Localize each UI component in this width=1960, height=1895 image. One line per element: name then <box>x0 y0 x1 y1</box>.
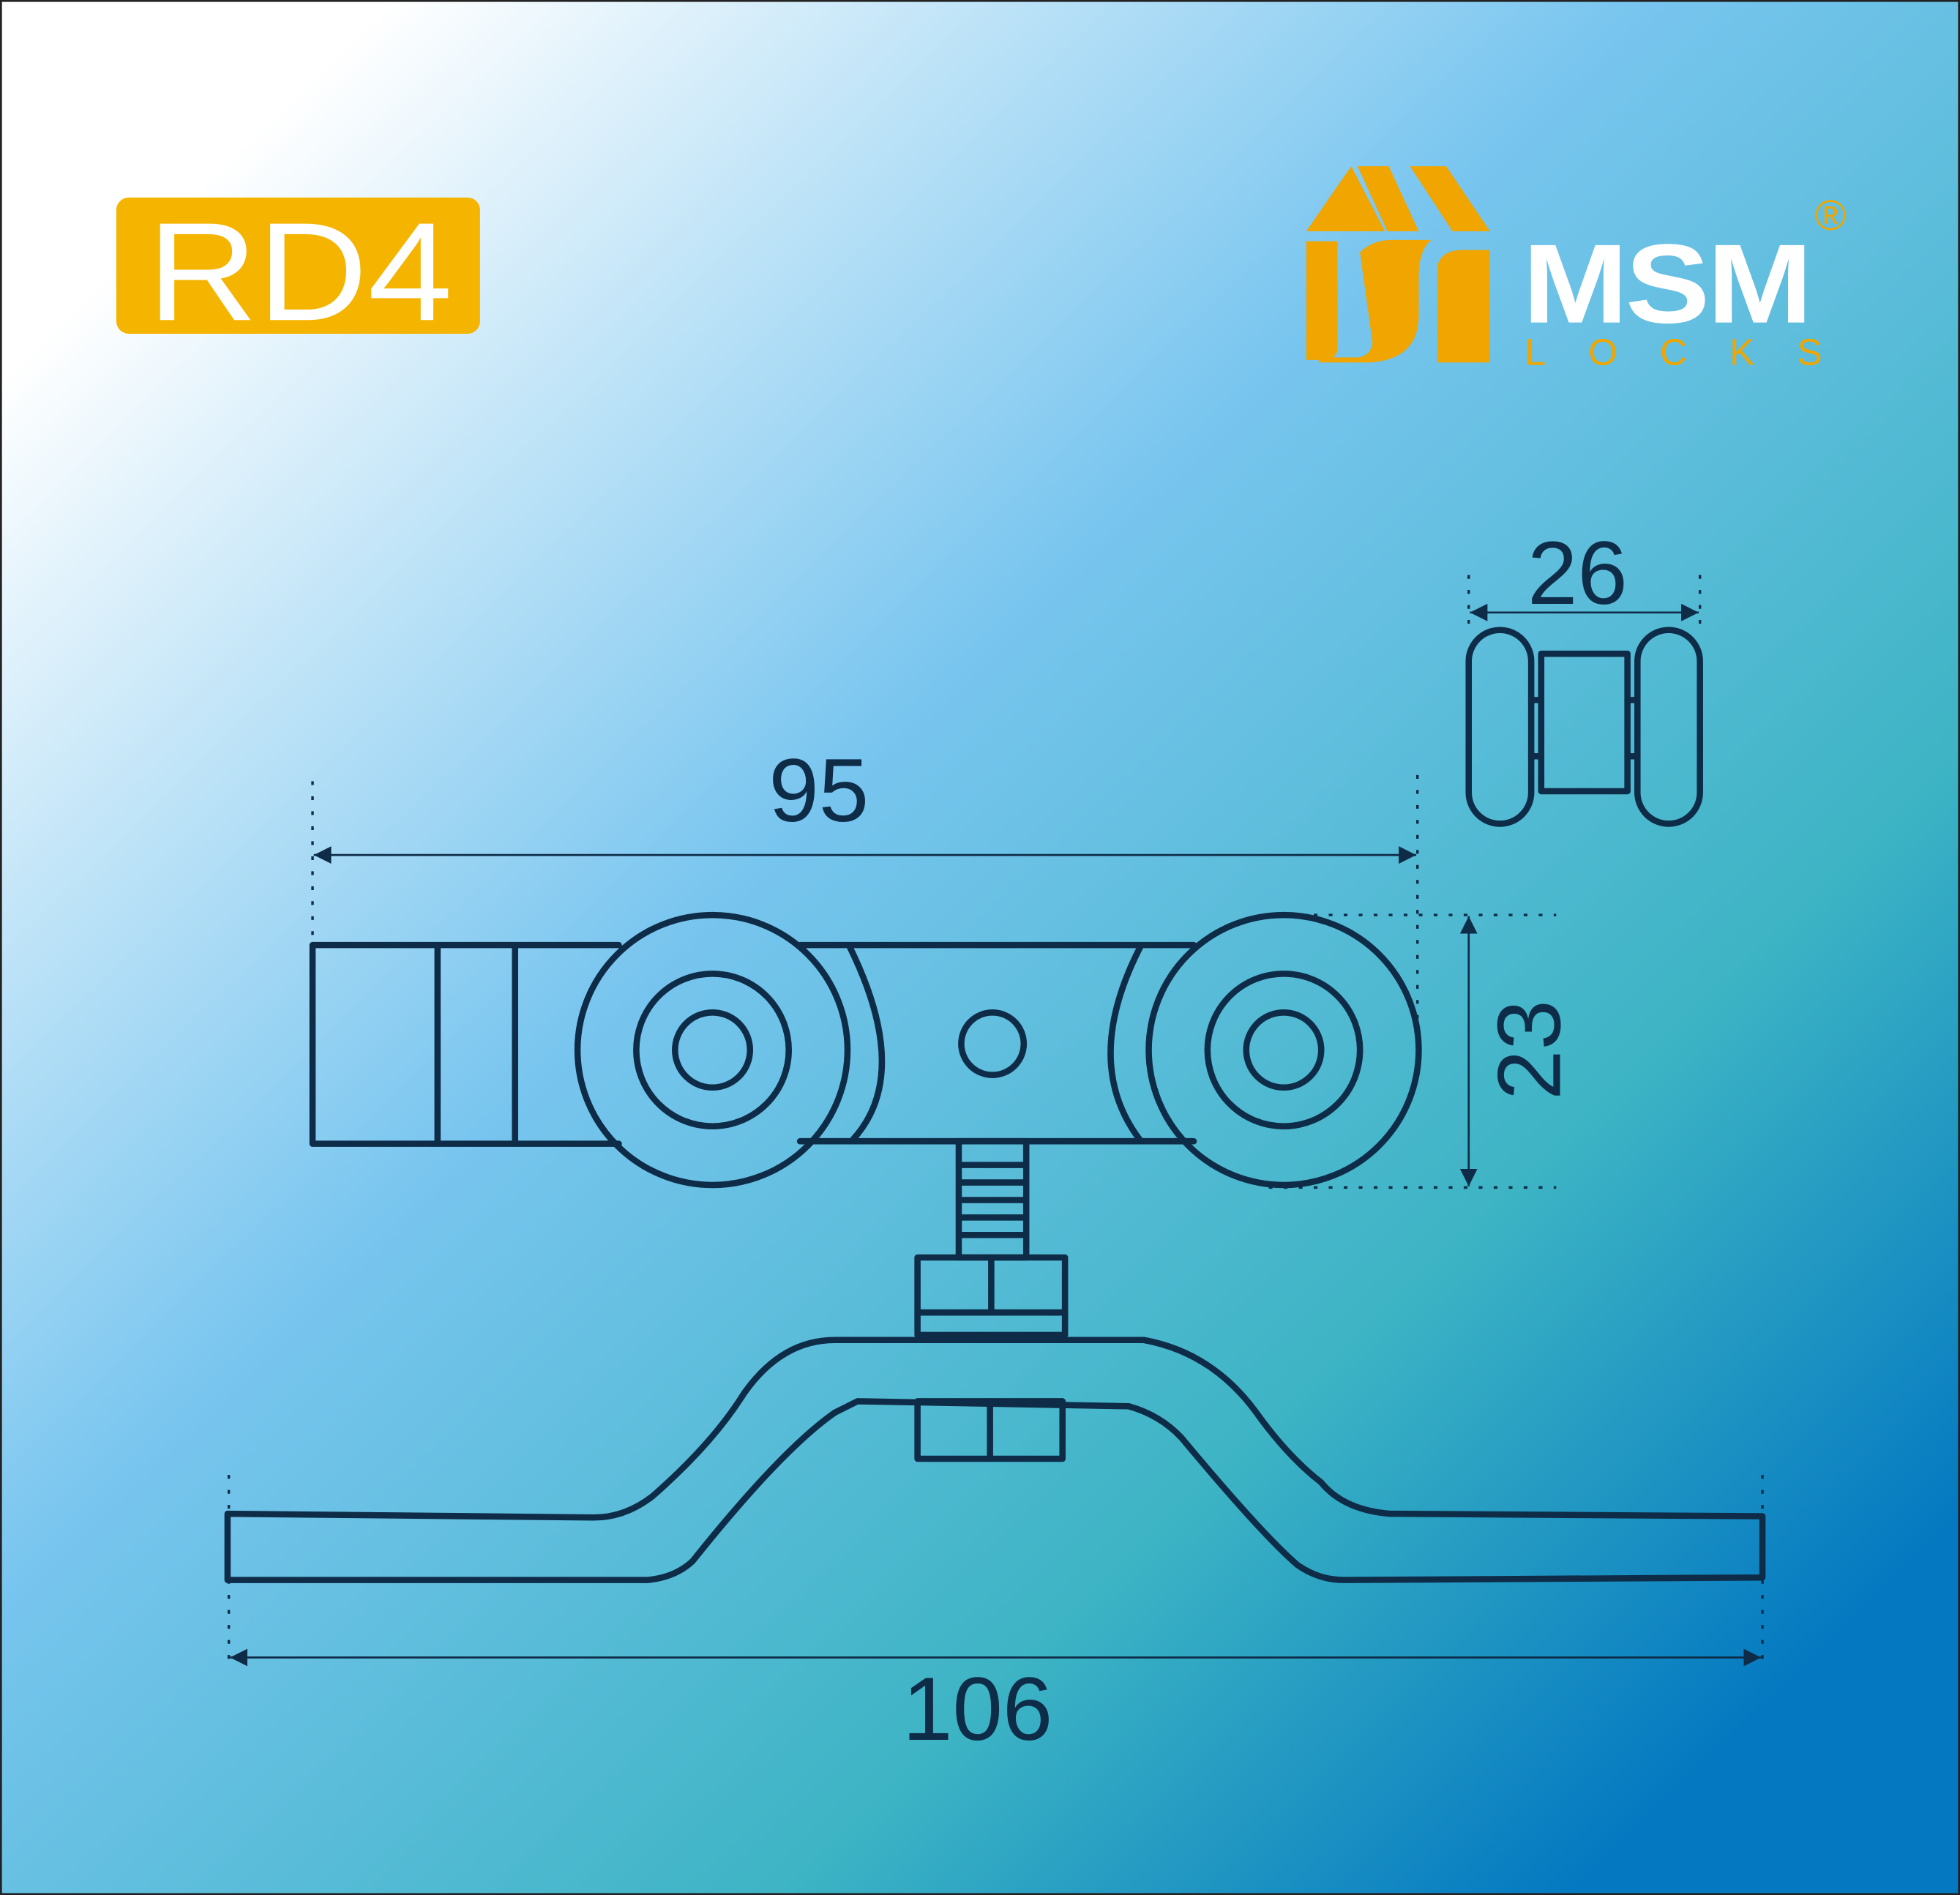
brand-tagline: LOCKS <box>1525 332 1865 373</box>
model-badge: RD4 <box>116 193 480 350</box>
front-view: 95 23 <box>224 741 1766 1760</box>
model-label: RD4 <box>148 193 453 350</box>
registered-mark: ® <box>1815 192 1847 239</box>
brand-name: MSM <box>1522 221 1810 347</box>
dim-height: 23 <box>1479 1000 1579 1100</box>
msm-logo: MSM LOCKS ® <box>1306 166 1865 373</box>
dim-side-width: 26 <box>1527 523 1628 624</box>
dim-total-width: 106 <box>902 1659 1052 1760</box>
house-logo-icon <box>1306 166 1490 363</box>
side-view: 26 <box>1465 523 1703 827</box>
dim-wheel-span: 95 <box>768 741 869 841</box>
